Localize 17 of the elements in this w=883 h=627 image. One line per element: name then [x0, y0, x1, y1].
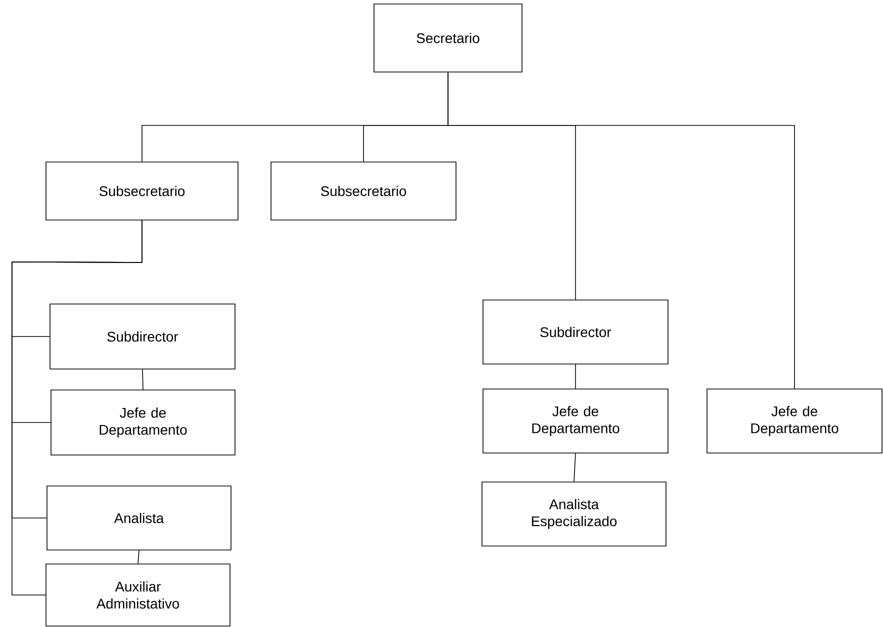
- connector-line: [12, 220, 142, 596]
- org-box: Subsecretario: [270, 162, 456, 220]
- connector-line: [574, 453, 576, 482]
- connector-line: [448, 72, 795, 389]
- org-box: Subdirector: [50, 304, 236, 370]
- org-box: Jefe de Departamento: [706, 388, 882, 454]
- org-box: Analista Especializado: [482, 482, 666, 546]
- org-box: Secretario: [374, 4, 522, 72]
- org-box: Analista: [46, 486, 232, 550]
- connector-line: [575, 364, 576, 389]
- connector-line: [138, 550, 140, 564]
- org-box: Auxiliar Administativo: [46, 564, 230, 626]
- connector-line: [142, 369, 144, 390]
- org-box: Jefe de Departamento: [50, 390, 236, 456]
- org-box: Subdirector: [482, 300, 668, 364]
- org-box: Jefe de Departamento: [482, 388, 668, 454]
- org-box: Subsecretario: [46, 162, 238, 220]
